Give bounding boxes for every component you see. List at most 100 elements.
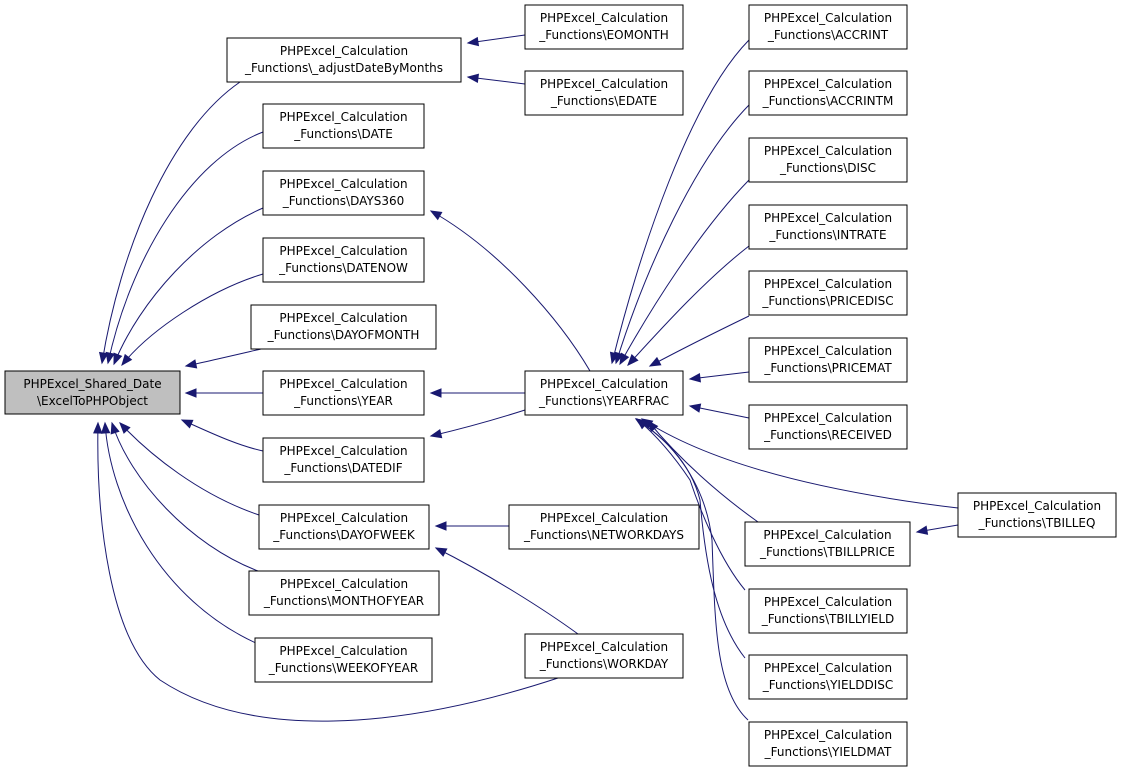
edge-line [107,131,264,364]
node-label-line2: _Functions\YEARFRAC [538,394,669,408]
node-box[interactable] [957,492,1117,538]
node-label-line1: PHPExcel_Calculation [280,44,408,58]
node-tbilleq[interactable]: PHPExcel_Calculation_Functions\TBILLEQ [957,492,1117,538]
node-adjust[interactable]: PHPExcel_Calculation _Functions\_adjustDa… [226,37,462,83]
arrowhead [110,421,120,435]
node-box[interactable] [524,4,684,50]
edge-monthofyear-to-root [110,421,259,572]
node-box[interactable] [262,237,425,283]
edges-layer [93,34,959,722]
node-box[interactable] [748,721,908,767]
node-networkdays[interactable]: PHPExcel_Calculation_Functions\NETWORKDA… [508,504,700,550]
node-box[interactable] [748,204,908,250]
arrowhead [105,351,115,365]
edge-line [113,207,264,365]
node-tbillyield[interactable]: PHPExcel_Calculation _Functions\TBILLYIEL… [748,588,908,634]
edge-line [101,81,241,364]
node-box[interactable] [748,70,908,116]
edge-line [181,419,264,452]
node-box[interactable] [748,270,908,316]
node-box[interactable] [262,170,425,216]
node-pricedisc[interactable]: PHPExcel_Calculation_Functions\PRICEDISC [748,270,908,316]
node-label-line1: PHPExcel_Calculation [764,595,892,609]
node-label-line1: PHPExcel_Calculation [540,11,668,25]
node-box[interactable] [254,637,433,683]
arrowhead [180,419,194,429]
node-yearfrac[interactable]: PHPExcel_Calculation_Functions\YEARFRAC [524,370,684,416]
node-box[interactable] [744,521,911,567]
node-box[interactable] [524,370,684,416]
node-year[interactable]: PHPExcel_Calculation_Functions\YEAR [262,370,425,416]
node-weekofyear[interactable]: PHPExcel_Calculation_Functions\WEEKOFYEA… [254,637,433,683]
node-label-line1: PHPExcel_Calculation [764,77,892,91]
node-pricemat[interactable]: PHPExcel_Calculation_Functions\PRICEMAT [748,337,908,383]
node-accrintm[interactable]: PHPExcel_Calculation _Functions\ACCRINTM [748,70,908,116]
node-datenow[interactable]: PHPExcel_Calculation_Functions\DATENOW [262,237,425,283]
edge-pricemat-to-yearfrac [688,371,750,383]
arrowhead [113,352,123,366]
node-label-line2: _Functions\DATEDIF [283,461,402,475]
node-box[interactable] [508,504,700,550]
node-box[interactable] [262,103,425,149]
node-datedif[interactable]: PHPExcel_Calculation_Functions\DATEDIF [262,437,425,483]
node-monthofyear[interactable]: PHPExcel_Calculation_Functions\MONTHOFYE… [248,570,440,616]
node-box[interactable] [748,137,908,183]
node-box[interactable] [262,437,425,483]
edge-received-to-yearfrac [688,403,750,419]
node-yieldmat[interactable]: PHPExcel_Calculation_Functions\YIELDMAT [748,721,908,767]
node-box[interactable] [524,633,684,679]
edge-tbillprice-to-yearfrac [647,419,759,523]
node-yielddisc[interactable]: PHPExcel_Calculation_Functions\YIELDDISC [748,654,908,700]
node-label-line2: _Functions\MONTHOFYEAR [263,594,424,608]
edge-line [430,210,591,372]
node-label-line2: _Functions\TBILLEQ [978,516,1096,530]
arrowhead [184,359,198,369]
node-date[interactable]: PHPExcel_Calculation_Functions\DATE [262,103,425,149]
node-box[interactable] [748,4,908,50]
node-box[interactable] [226,37,462,83]
arrowhead [627,354,639,366]
node-days360[interactable]: PHPExcel_Calculation_Functions\DAYS360 [262,170,425,216]
edge-workday-to-root [93,421,559,722]
node-edate[interactable]: PHPExcel_Calculation _Functions\EDATE [524,70,684,116]
node-box[interactable] [748,654,908,700]
node-dayofweek[interactable]: PHPExcel_Calculation_Functions\DAYOFWEEK [258,504,430,550]
node-label-line1: PHPExcel_Calculation [279,311,407,325]
node-box[interactable] [250,304,437,350]
node-workday[interactable]: PHPExcel_Calculation_Functions\WORKDAY [524,633,684,679]
edge-line [647,420,759,523]
node-box[interactable] [248,570,440,616]
node-box[interactable] [262,370,425,416]
edge-workday-to-dayofweek [434,547,579,635]
node-label-line1: PHPExcel_Calculation [279,110,407,124]
arrowhead [93,421,103,434]
node-box[interactable] [4,370,181,415]
node-disc[interactable]: PHPExcel_Calculation_Functions\DISC [748,137,908,183]
node-accrint[interactable]: PHPExcel_Calculation_Functions\ACCRINT [748,4,908,50]
node-dayofmonth[interactable]: PHPExcel_Calculation_Functions\DAYOFMONT… [250,304,437,350]
node-label-line1: PHPExcel_Calculation [540,77,668,91]
node-box[interactable] [748,404,908,450]
node-label-line2: _Functions\ACCRINTM [762,94,894,108]
edge-line [185,348,262,367]
node-label-line2: _Functions\_adjustDateByMonths [244,61,443,75]
node-box[interactable] [748,337,908,383]
node-box[interactable] [524,70,684,116]
node-label-line2: _Functions\TBILLYIELD [761,612,895,626]
node-root[interactable]: PHPExcel_Shared_Date\ExcelToPHPObject [4,370,181,415]
node-label-line1: PHPExcel_Calculation [540,511,668,525]
node-label-line1: PHPExcel_Calculation [764,728,892,742]
node-intrate[interactable]: PHPExcel_Calculation_Functions\INTRATE [748,204,908,250]
node-box[interactable] [258,504,430,550]
node-eomonth[interactable]: PHPExcel_Calculation _Functions\EOMONTH [524,4,684,50]
edge-datenow-to-root [121,273,264,367]
node-label-line2: _Functions\EOMONTH [538,28,669,42]
node-box[interactable] [748,588,908,634]
node-received[interactable]: PHPExcel_Calculation_Functions\RECEIVED [748,404,908,450]
node-label-line2: _Functions\EDATE [550,94,657,108]
edge-disc-to-yearfrac [619,179,750,366]
edge-accrintm-to-yearfrac [614,104,750,365]
arrowhead [647,419,659,433]
edge-line [627,245,750,366]
node-tbillprice[interactable]: PHPExcel_Calculation_Functions\TBILLPRIC… [744,521,911,567]
